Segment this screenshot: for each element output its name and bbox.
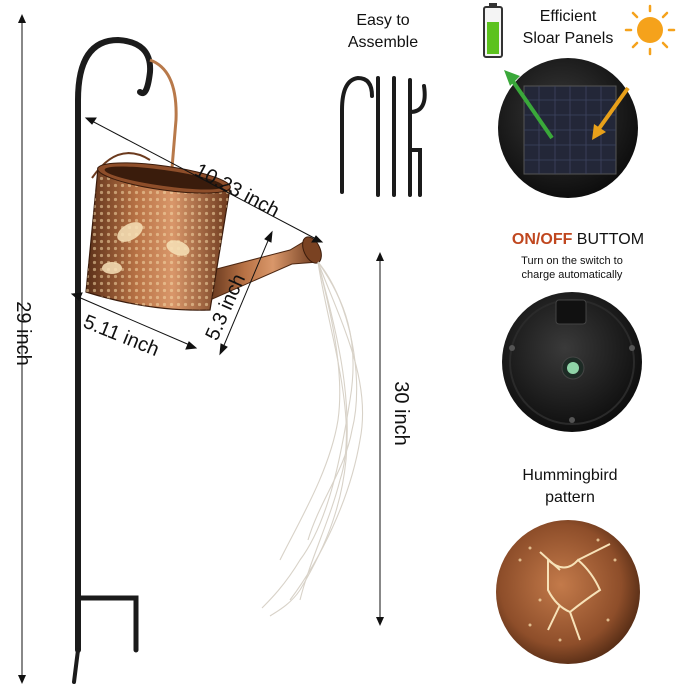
pattern-line2: pattern bbox=[545, 489, 595, 506]
watering-can bbox=[85, 58, 322, 311]
shepherd-hook bbox=[72, 36, 154, 684]
pattern-caption: Hummingbird pattern bbox=[500, 465, 640, 509]
pole-height-label: 29 inch bbox=[11, 301, 34, 366]
assemble-line2: Assemble bbox=[347, 34, 419, 51]
can-height-dimension bbox=[219, 230, 273, 356]
switch-note-line1: Turn on the switch to bbox=[521, 255, 623, 267]
light-length-dimension bbox=[376, 252, 384, 626]
switch-note-line2: charge automatically bbox=[521, 269, 623, 281]
switch-note: Turn on the switch to charge automatical… bbox=[497, 254, 647, 282]
battery-icon bbox=[483, 3, 503, 58]
can-length-dimension bbox=[84, 117, 324, 243]
pattern-line1: Hummingbird bbox=[522, 467, 618, 484]
solar-line2: Sloar Panels bbox=[522, 30, 614, 47]
assemble-caption: Easy to Assemble bbox=[335, 10, 431, 54]
pole-height-dimension bbox=[18, 14, 26, 684]
light-length-label: 30 inch bbox=[389, 381, 412, 446]
solar-caption: Efficient Sloar Panels bbox=[510, 6, 626, 50]
buttom-text: BUTTOM bbox=[572, 231, 645, 248]
string-lights bbox=[261, 261, 364, 617]
can-width-dimension bbox=[70, 292, 198, 350]
solar-line1: Efficient bbox=[539, 8, 597, 25]
hummingbird-pattern-disc bbox=[496, 520, 640, 664]
switch-title: ON/OFF BUTTOM bbox=[488, 231, 668, 249]
assemble-line1: Easy to bbox=[356, 12, 410, 29]
sun-icon bbox=[624, 4, 676, 56]
on-off-text: ON/OFF bbox=[511, 231, 573, 248]
solar-panel-disc bbox=[498, 58, 638, 198]
switch-disc bbox=[502, 292, 642, 432]
assembly-parts bbox=[340, 75, 427, 197]
